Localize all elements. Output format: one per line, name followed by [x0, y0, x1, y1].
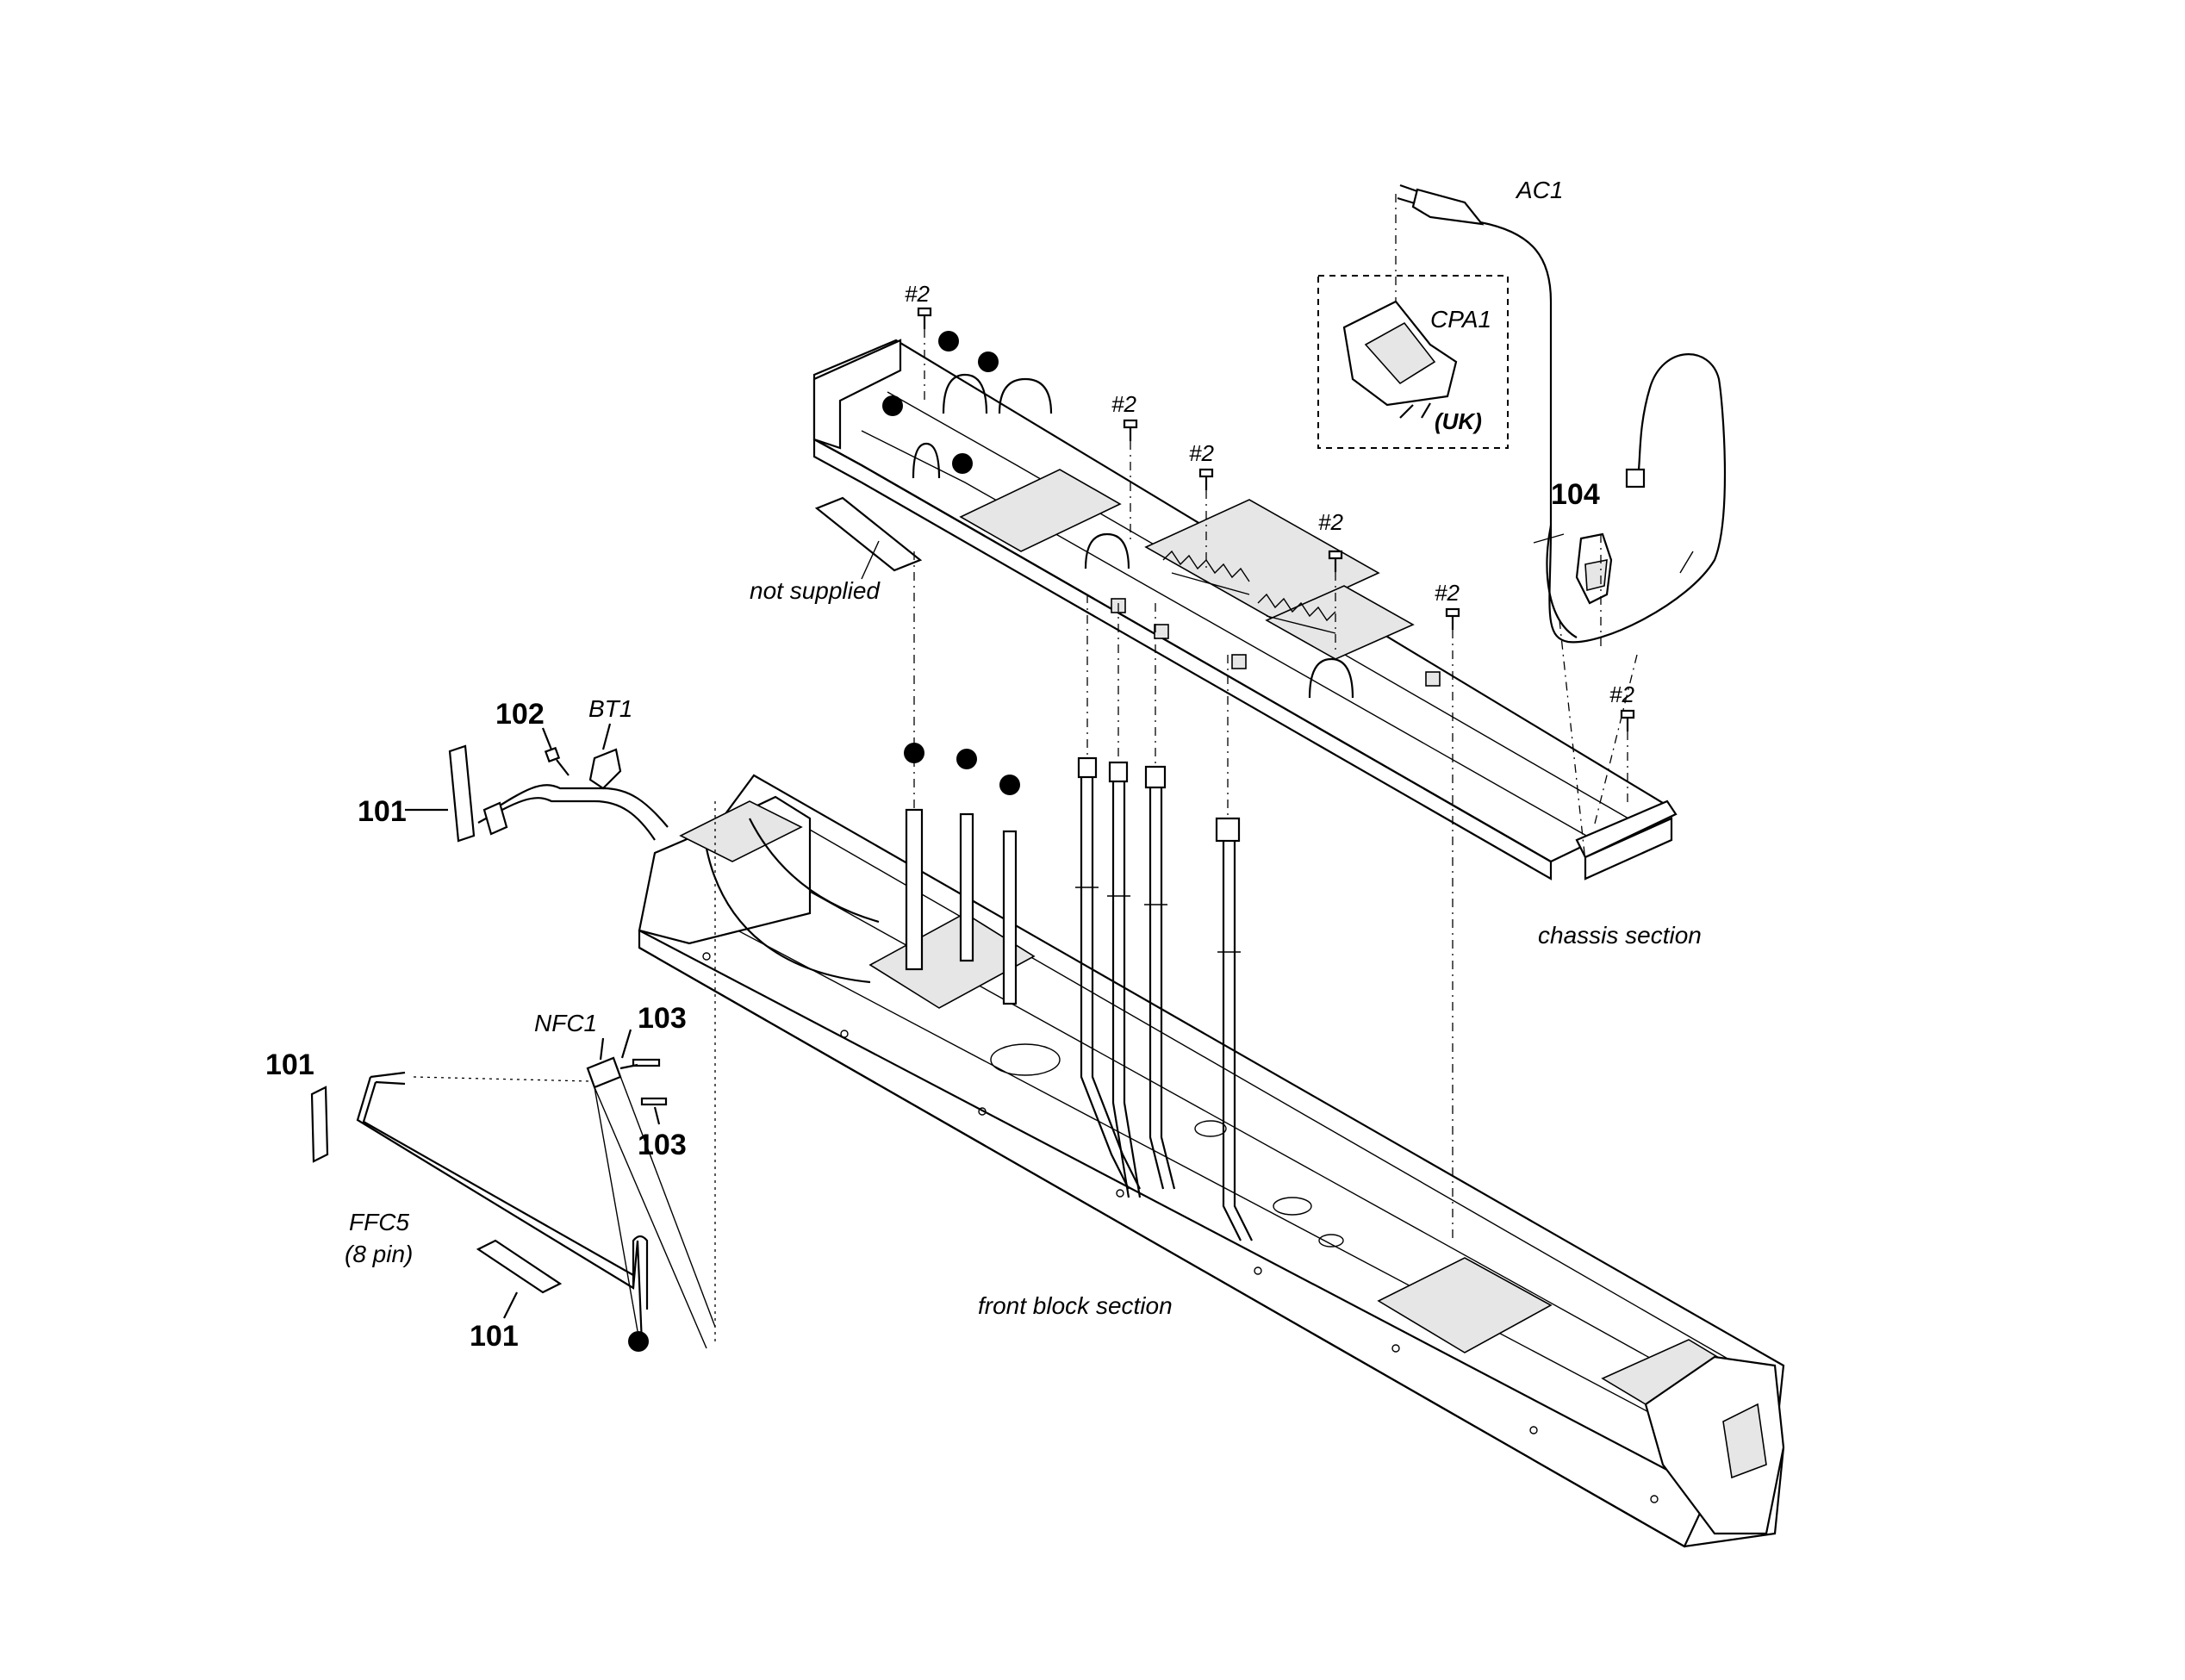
front-block-section — [638, 774, 1785, 1548]
label-cpa1: CPA1 — [1430, 306, 1491, 333]
label-chassis-section: chassis section — [1538, 922, 1702, 949]
label-front-block-section: front block section — [978, 1292, 1173, 1319]
screw-6 — [1620, 709, 1635, 806]
label-screw-5: #2 — [1435, 580, 1460, 606]
label-101-bottom: 101 — [470, 1320, 519, 1353]
bt1-assembly — [405, 723, 716, 1344]
label-101-top: 101 — [358, 795, 407, 828]
svg-text:B: B — [910, 747, 919, 762]
screw-2 — [1123, 419, 1138, 543]
part-102-screw — [544, 746, 561, 763]
marker-c-upper: C — [978, 352, 999, 372]
harness-cables — [905, 551, 1253, 1241]
cord-connector — [1625, 468, 1646, 488]
marker-c-lower: C — [999, 775, 1020, 795]
part-103-pin-bottom — [640, 1097, 668, 1106]
marker-b-lower: B — [904, 743, 924, 763]
label-screw-2: #2 — [1111, 391, 1136, 417]
svg-text:C: C — [1005, 779, 1015, 793]
label-screw-1: #2 — [905, 281, 930, 307]
screw-4 — [1328, 550, 1343, 655]
marker-a-upper: A — [882, 395, 903, 416]
flat-cable-c — [1002, 830, 1018, 1005]
nfc-assembly — [310, 1029, 716, 1349]
label-ffc5: FFC5 — [349, 1209, 409, 1235]
part-101-pad-top — [448, 744, 476, 843]
svg-text:B: B — [958, 457, 968, 472]
front-edge-holes — [702, 952, 1659, 1503]
part-103-pin-top — [632, 1058, 661, 1067]
label-nfc1: NFC1 — [534, 1010, 597, 1036]
svg-text:A: A — [634, 1335, 644, 1350]
flat-cable-b — [905, 808, 924, 971]
marker-d-upper: D — [938, 331, 959, 352]
label-ac1: AC1 — [1515, 177, 1563, 203]
screws — [917, 307, 1635, 1241]
labels: AC1 CPA1 (UK) 104 #2 #2 #2 #2 #2 #2 not … — [265, 177, 1702, 1353]
screw-1 — [917, 307, 932, 405]
label-103-top: 103 — [638, 1002, 687, 1035]
ac-cord-assembly — [1317, 184, 1727, 862]
bt1-tab — [588, 748, 622, 790]
label-uk: (UK) — [1435, 408, 1482, 434]
label-screw-6: #2 — [1609, 681, 1634, 707]
label-ffc5-pins: (8 pin) — [345, 1241, 413, 1267]
label-103-bottom: 103 — [638, 1129, 687, 1161]
screw-5 — [1445, 607, 1460, 1241]
svg-text:D: D — [962, 753, 972, 768]
chassis-section — [812, 339, 1678, 880]
part-101-pad-bottom — [476, 1239, 563, 1294]
label-not-supplied: not supplied — [750, 577, 881, 604]
label-bt1: BT1 — [588, 695, 632, 722]
reference-markers: A B C D B D C A — [628, 331, 1020, 1352]
heat-sink — [1162, 550, 1336, 634]
svg-text:D: D — [944, 335, 954, 350]
cpa1-uk-box — [1317, 275, 1509, 449]
marker-a-lower: A — [628, 1331, 649, 1352]
screw-3 — [1198, 468, 1214, 569]
svg-text:A: A — [888, 400, 898, 414]
label-screw-4: #2 — [1318, 509, 1343, 535]
marker-b-upper: B — [952, 453, 973, 474]
ac-plug — [1411, 188, 1485, 226]
part-101-pad-left — [310, 1086, 329, 1163]
not-supplied-plate — [814, 496, 923, 572]
flat-cable-d — [959, 812, 974, 962]
marker-d-lower: D — [956, 749, 977, 769]
label-102: 102 — [495, 698, 545, 731]
label-101-left: 101 — [265, 1048, 314, 1081]
label-screw-3: #2 — [1189, 440, 1214, 466]
label-104: 104 — [1551, 478, 1600, 511]
svg-text:C: C — [984, 356, 993, 370]
